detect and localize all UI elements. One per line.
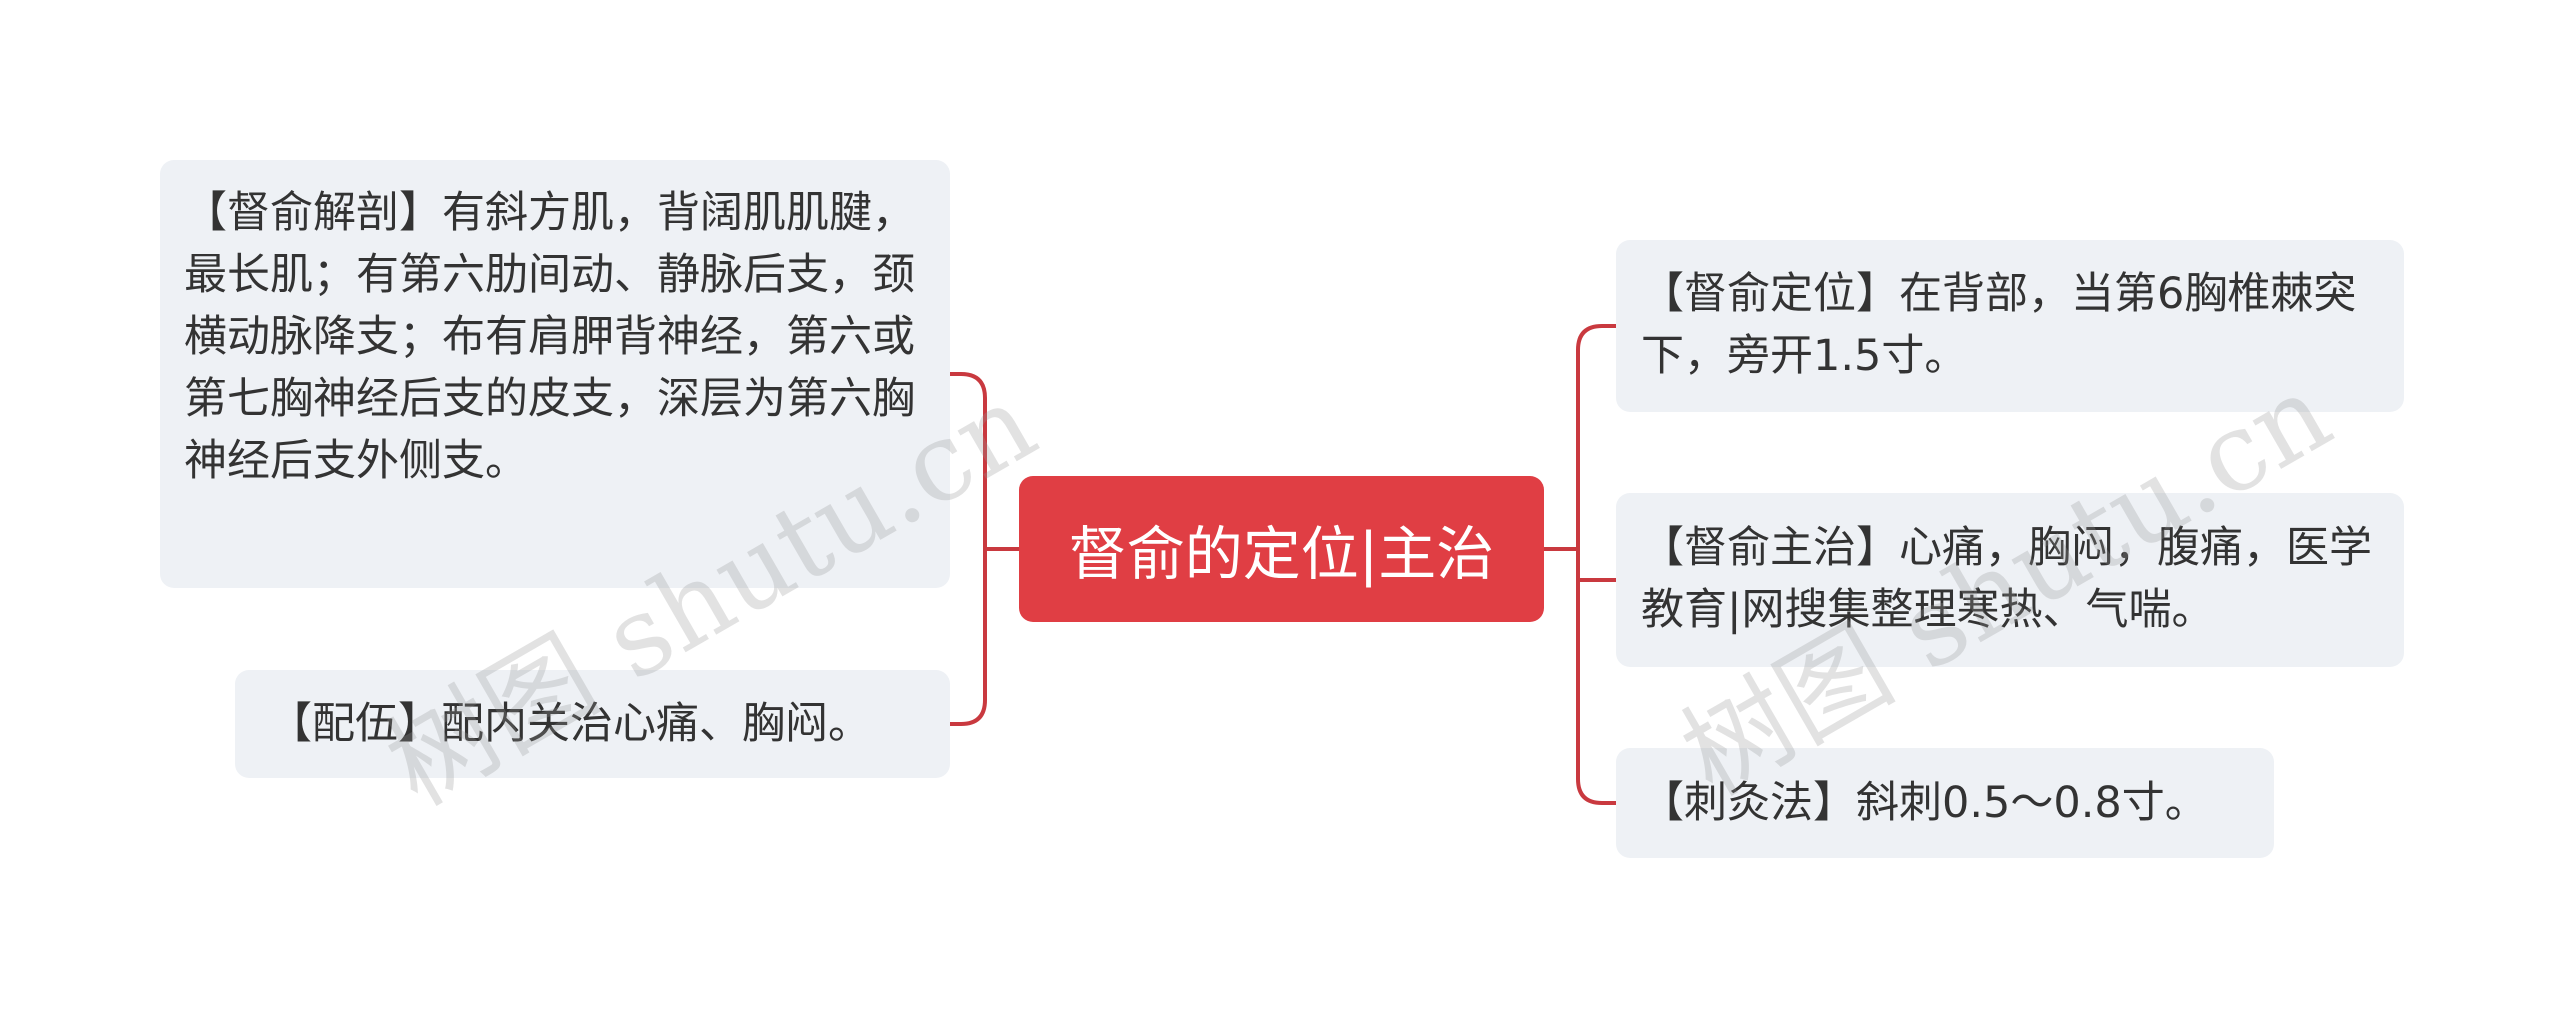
branch-location[interactable]: 【督俞定位】在背部，当第6胸椎棘突下，旁开1.5寸。 — [1616, 240, 2404, 412]
connector-right-location — [1576, 324, 1618, 551]
branch-compatibility-text: 【配伍】配内关治心痛、胸闷。 — [269, 699, 871, 749]
branch-compatibility[interactable]: 【配伍】配内关治心痛、胸闷。 — [235, 670, 950, 778]
branch-indications[interactable]: 【督俞主治】心痛，胸闷，腹痛，医学教育|网搜集整理寒热、气喘。 — [1616, 493, 2404, 667]
connector-left-anatomy — [948, 372, 987, 551]
branch-location-text: 【督俞定位】在背部，当第6胸椎棘突下，旁开1.5寸。 — [1641, 269, 2357, 381]
branch-anatomy-text: 【督俞解剖】有斜方肌，背阔肌肌腱，最长肌；有第六肋间动、静脉后支，颈横动脉降支；… — [184, 188, 915, 486]
branch-acupuncture-method[interactable]: 【刺灸法】斜刺0.5～0.8寸。 — [1616, 748, 2274, 858]
central-topic-text: 督俞的定位|主治 — [1068, 520, 1495, 588]
connector-right-treat — [1576, 547, 1618, 582]
central-topic[interactable]: 督俞的定位|主治 — [1019, 476, 1544, 622]
connector-right-needle — [1576, 547, 1618, 805]
connector-left-peiwu — [948, 547, 987, 726]
branch-acupuncture-method-text: 【刺灸法】斜刺0.5～0.8寸。 — [1641, 778, 2208, 828]
branch-anatomy[interactable]: 【督俞解剖】有斜方肌，背阔肌肌腱，最长肌；有第六肋间动、静脉后支，颈横动脉降支；… — [160, 160, 950, 588]
branch-indications-text: 【督俞主治】心痛，胸闷，腹痛，医学教育|网搜集整理寒热、气喘。 — [1641, 523, 2372, 635]
